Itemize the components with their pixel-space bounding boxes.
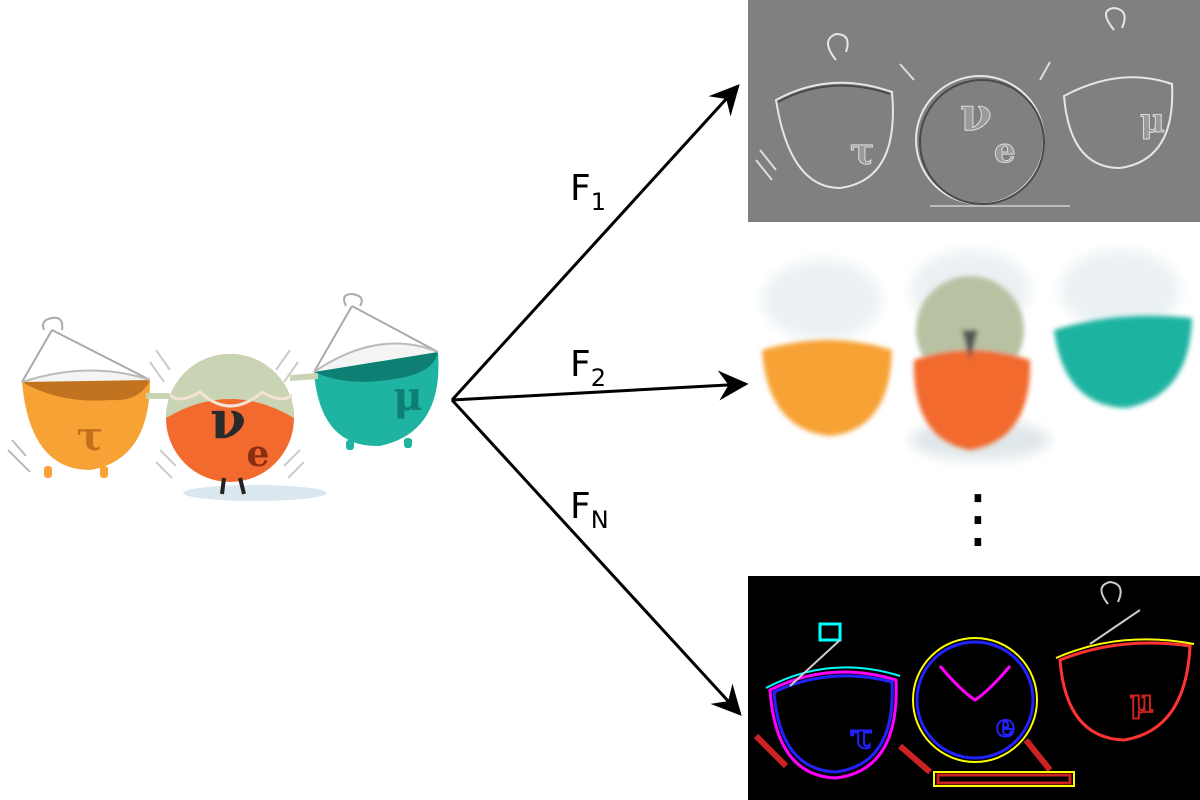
svg-text:e: e bbox=[994, 131, 1016, 171]
label-f1: F1 bbox=[570, 168, 606, 216]
svg-text:μ: μ bbox=[1140, 101, 1165, 141]
arrows bbox=[450, 84, 749, 716]
output-painterly bbox=[762, 250, 1192, 460]
arrow-f2 bbox=[451, 370, 749, 402]
arrow-fn bbox=[450, 398, 742, 716]
arrow-f1 bbox=[450, 84, 740, 402]
nu-subscript: e bbox=[247, 433, 270, 475]
tau-cauldron: τ bbox=[7, 316, 151, 478]
mu-cauldron: μ bbox=[313, 292, 439, 450]
transform-labels: F1 F2 FN bbox=[570, 168, 609, 534]
svg-text:τ: τ bbox=[850, 717, 873, 757]
svg-text:μ: μ bbox=[1130, 682, 1153, 720]
ellipsis: ⋮ bbox=[946, 482, 1010, 556]
nue-character: ν e bbox=[149, 349, 327, 501]
output-emboss: τ ν e μ bbox=[748, 0, 1200, 222]
mu-symbol: μ bbox=[393, 373, 422, 420]
tau-symbol: τ bbox=[77, 413, 104, 460]
output-edges: τ e μ bbox=[748, 576, 1200, 800]
nu-symbol: ν bbox=[210, 390, 246, 451]
svg-text:e: e bbox=[996, 709, 1015, 744]
svg-text:τ: τ bbox=[850, 131, 874, 173]
label-fn: FN bbox=[570, 486, 609, 534]
svg-text:ν: ν bbox=[960, 87, 992, 141]
label-f2: F2 bbox=[570, 344, 606, 392]
source-image: τ ν e μ bbox=[7, 292, 439, 501]
